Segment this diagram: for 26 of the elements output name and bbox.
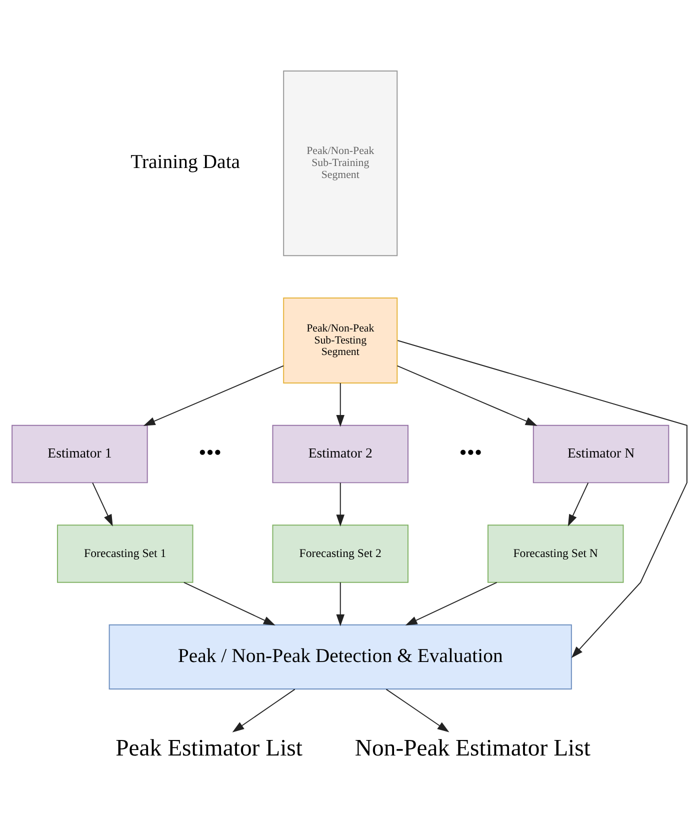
arrow — [396, 365, 538, 426]
label: ••• — [198, 440, 222, 465]
arrow — [336, 382, 345, 427]
node-box: Forecasting Set 1 — [57, 524, 194, 583]
arrow — [232, 688, 296, 732]
arrow — [336, 582, 345, 626]
arrow — [386, 688, 450, 732]
arrow — [568, 482, 589, 526]
node-box: Forecasting Set N — [487, 524, 624, 583]
arrow — [397, 340, 688, 658]
arrow — [183, 582, 276, 626]
node-text: Peak Estimator List — [116, 735, 302, 762]
label: ••• — [459, 440, 482, 465]
label: Training Data — [130, 151, 240, 174]
arrow — [143, 365, 284, 426]
arrow — [92, 482, 113, 526]
arrow — [336, 482, 345, 526]
node-box: Estimator 2 — [272, 424, 408, 484]
node-box: Peak/Non-Peak Sub-Testing Segment — [283, 298, 398, 384]
node-box: Estimator N — [532, 424, 670, 484]
node-box: Estimator 1 — [12, 424, 148, 484]
node-box: Forecasting Set 2 — [272, 524, 408, 583]
node-box: Peak / Non-Peak Detection & Evaluation — [108, 624, 572, 690]
arrow — [405, 582, 498, 626]
node-box: Peak/Non-Peak Sub-Training Segment — [283, 70, 398, 256]
node-text: Non-Peak Estimator List — [354, 735, 590, 762]
